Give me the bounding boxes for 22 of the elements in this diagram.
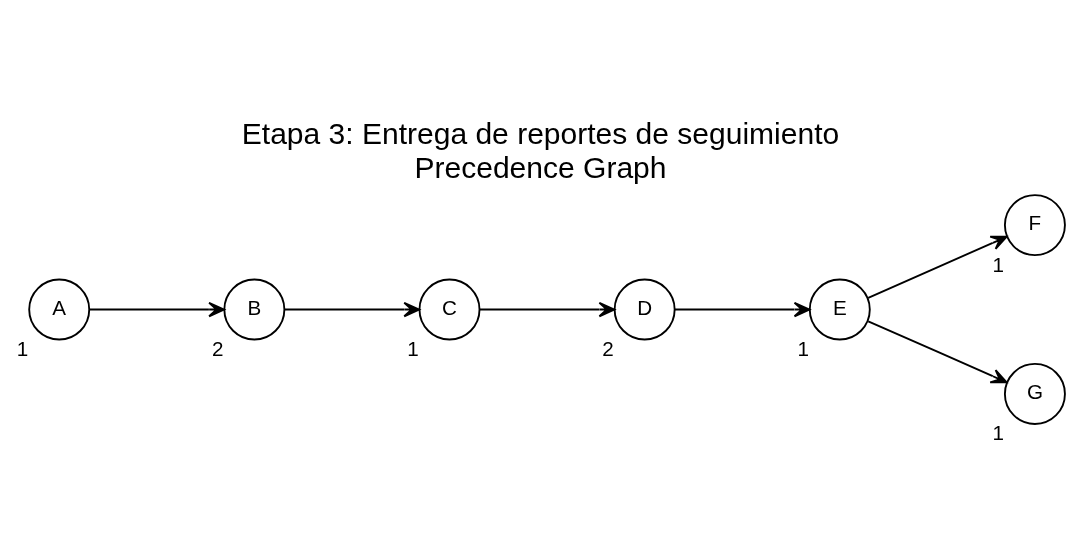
node-label: 1 (797, 336, 809, 360)
node-circle: F (1003, 193, 1066, 256)
node-circle: C (418, 278, 481, 340)
node-label: 1 (992, 252, 1005, 276)
node-circle: B (223, 278, 286, 340)
arrow (867, 319, 1008, 383)
arrow (88, 301, 226, 317)
node-label: 1 (407, 336, 419, 360)
node-circle: A (28, 278, 91, 340)
node-circle: E (808, 278, 871, 340)
node-label: 2 (212, 336, 224, 360)
diagram-title: Etapa 3: Entrega de reportes de seguimiento (241, 116, 840, 150)
node-circle: D (613, 278, 676, 340)
arrow (283, 301, 421, 317)
arrow (673, 301, 811, 317)
node-label: 1 (16, 336, 29, 360)
arrow (867, 235, 1008, 299)
node-label: 2 (602, 336, 614, 360)
caption: Precedence Graph (414, 150, 667, 184)
arrow (478, 301, 616, 317)
node-label: 1 (992, 420, 1005, 444)
node-circle: G (1003, 362, 1066, 425)
